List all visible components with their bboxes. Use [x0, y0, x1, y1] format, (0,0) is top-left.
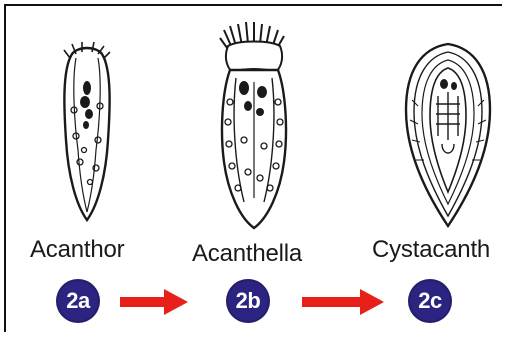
right-arrow-icon: [302, 287, 386, 317]
stage-badge-2b: 2b: [226, 279, 270, 323]
acanthella-illustration: [214, 22, 294, 232]
stage-badge-2c: 2c: [408, 279, 452, 323]
stage-label-acanthor: Acanthor: [30, 236, 124, 264]
stage-label-acanthella: Acanthella: [192, 240, 302, 268]
stage-badge-2a: 2a: [56, 279, 100, 323]
cystacanth-illustration: [398, 40, 498, 230]
right-arrow-icon: [120, 287, 190, 317]
acanthor-illustration: [52, 40, 122, 225]
stage-label-cystacanth: Cystacanth: [372, 236, 490, 264]
